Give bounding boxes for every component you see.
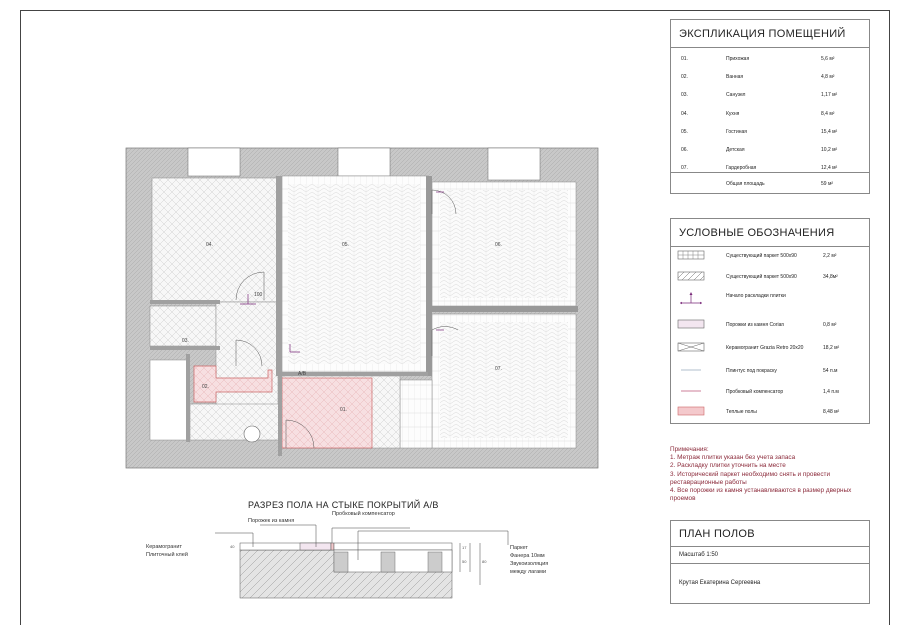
parquet-layer [333, 542, 453, 551]
wall-05-06 [426, 176, 432, 376]
note-line: 3. Исторический паркет необходимо снять … [670, 470, 831, 486]
room-area: 5,6 м² [821, 56, 835, 62]
legend-item-value: 18,2 м² [823, 345, 840, 351]
room-name: Санузел [726, 92, 746, 99]
corridor-parquet [399, 379, 433, 449]
room-label-07: 07. [495, 366, 502, 372]
room-number: 03. [681, 92, 688, 99]
legend-item-name: Существующий паркет 500х90 [726, 253, 797, 259]
section-title: РАЗРЕЗ ПОЛА НА СТЫКЕ ПОКРЫТИЙ А/В [248, 500, 439, 510]
floor-section-drawing: Порожек из камня Пробковый компенсатор К… [146, 510, 548, 599]
note-line: 4. Все порожки из камня устанавливаются … [670, 487, 852, 503]
bathtub [149, 359, 189, 441]
sheet-frame [20, 10, 890, 625]
room-04-kitchen [151, 177, 279, 303]
room-number: 06. [681, 147, 688, 153]
legend-item-name: Порожки из камня Corian [726, 322, 785, 328]
room-name: Прихожая [726, 56, 750, 62]
label-tile: Керамогранит [146, 544, 182, 550]
room-01-heated-floor [281, 377, 373, 449]
notes: Примечания: 1. Метраж плитки указан без … [670, 446, 870, 503]
dim-17: 17 [462, 545, 467, 550]
room-name: Гардеробная [726, 165, 757, 172]
label-insulation: Звукоизоляция [510, 561, 548, 567]
room-02-heated-floor [193, 365, 273, 403]
legend-title: УСЛОВНЫЕ ОБОЗНАЧЕНИЯ [671, 219, 869, 247]
label-plywood: Фанера 10мм [510, 553, 545, 559]
legend-item-name: Пробковый компенсатор [726, 389, 784, 395]
legend-item-name: Начало раскладки плитки [726, 293, 786, 299]
total-area-value: 59 м² [821, 181, 834, 187]
legend-item-name: Теплые полы [726, 409, 757, 415]
room-label-03: 03. [182, 338, 189, 344]
windows [187, 147, 541, 181]
legend-item-value: 54 п.м [823, 368, 838, 374]
legend-item-value: 34,8м² [823, 274, 838, 280]
room-number: 04. [681, 110, 688, 117]
room-area: 4,8 м² [821, 74, 835, 81]
room-03-wc [149, 305, 217, 347]
notes-title: Примечания: [670, 446, 709, 453]
explication-table: ЭКСПЛИКАЦИЯ ПОМЕЩЕНИЙ 01. Прихожая 5,6 м² 0… [670, 19, 870, 194]
label-insulation-2: между лагами [510, 569, 546, 575]
dim-40: 40 [230, 544, 235, 549]
toilet-icon [243, 425, 261, 443]
room-label-05: 05. [342, 242, 349, 248]
drawing-scale: Масштаб 1:50 [671, 547, 869, 564]
legend-item-value: 0,8 м² [823, 322, 837, 328]
total-area-label: Общая площадь [726, 181, 765, 187]
room-label-02: 02. [202, 384, 209, 390]
room-area: 10,2 м² [821, 147, 838, 153]
legend-item-value: 8,48 м² [823, 409, 840, 415]
room-name: Детская [726, 147, 745, 153]
cork-compensator [330, 542, 335, 551]
legend-item-name: Плинтус под покраску [726, 368, 777, 374]
door-swings [235, 189, 459, 449]
dim-50: 50 [462, 559, 467, 564]
explication-title: ЭКСПЛИКАЦИЯ ПОМЕЩЕНИЙ [671, 20, 869, 48]
legend-item-name: Существующий паркет 500х90 [726, 274, 797, 280]
stone-threshold [299, 542, 332, 551]
legend-item-value: 1,4 п.м [823, 389, 839, 395]
drawing-title: ПЛАН ПОЛОВ [671, 521, 869, 547]
legend-table: УСЛОВНЫЕ ОБОЗНАЧЕНИЯ Существующий паркет… [670, 218, 870, 424]
room-number: 05. [681, 128, 688, 135]
room-label-06: 06. [495, 242, 502, 248]
label-glue: Плиточный клей [146, 551, 188, 558]
author-name: Крутая Екатерина Сергеевна [679, 580, 761, 586]
label-cork: Пробковый компенсатор [332, 510, 395, 517]
section-mark: А/В [298, 371, 307, 377]
label-parquet: Паркет [510, 545, 528, 551]
wall-06-07 [428, 306, 578, 312]
legend-item-name: Керамогранит Grazia Retro 20х20 [726, 345, 804, 351]
legend-item-value: 2,2 м² [823, 253, 837, 259]
room-label-04: 04. [206, 242, 213, 248]
room-number: 07. [681, 165, 688, 172]
note-line: 1. Метраж плитки указан без учета запаса [670, 454, 796, 462]
room-name: Ванная [726, 74, 744, 81]
herringbone-06 [440, 190, 568, 298]
room-name: Кухня [726, 110, 740, 117]
room-area: 12,4 м² [821, 165, 838, 172]
room-area: 15,4 м² [821, 128, 838, 135]
dimension-label: 100 [254, 292, 263, 298]
note-line: 2. Раскладку плитки уточнить на месте [670, 462, 786, 470]
room-number: 01. [681, 56, 688, 62]
inner-walls [150, 176, 428, 456]
room-area: 8,4 м² [821, 110, 835, 117]
room-area: 1,17 м² [821, 92, 838, 99]
tile-start-markers [240, 191, 444, 353]
label-threshold: Порожек из камня [248, 518, 294, 524]
herringbone-05 [288, 184, 420, 364]
room-name: Гостиная [726, 128, 747, 135]
room-number: 02. [681, 74, 688, 81]
bath-tile [189, 403, 281, 441]
title-block: ПЛАН ПОЛОВ Масштаб 1:50 Крутая Екатерина… [670, 520, 870, 604]
room-label-01: 01. [340, 407, 347, 413]
dim-80: 80 [482, 559, 487, 564]
herringbone-07 [440, 322, 568, 438]
